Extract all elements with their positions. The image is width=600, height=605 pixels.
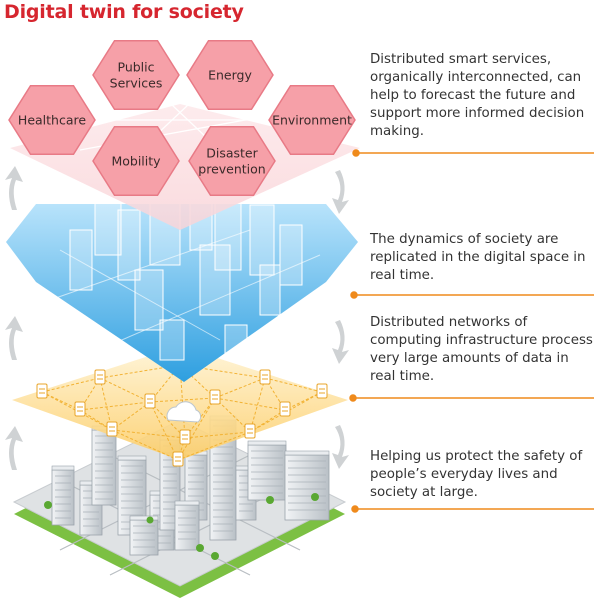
- hexagon-label-energy-0: Energy: [208, 68, 252, 83]
- building-icon: [52, 466, 74, 525]
- server-icon: [145, 394, 155, 408]
- hexagon-label-mobility-0: Mobility: [111, 154, 161, 169]
- server-icon: [280, 402, 290, 416]
- cycle-arrow-icon: [332, 170, 349, 214]
- building-icon: [92, 426, 116, 505]
- server-icon: [260, 370, 270, 384]
- leader-dot-1: [353, 150, 359, 156]
- leader-dot-4: [352, 506, 358, 512]
- description-smart-services: Distributed smart services, organically …: [370, 51, 596, 141]
- server-icon: [245, 424, 255, 438]
- building-icon: [130, 516, 158, 555]
- hexagon-label-disaster-prevention-0: Disaster: [206, 146, 258, 161]
- cycle-arrow-icon: [5, 426, 23, 470]
- server-icon: [95, 370, 105, 384]
- hexagon-label-public-services-1: Services: [110, 76, 163, 91]
- hexagon-label-healthcare-0: Healthcare: [18, 113, 86, 128]
- server-icon: [37, 384, 47, 398]
- server-icon: [317, 384, 327, 398]
- server-icon: [180, 430, 190, 444]
- cycle-arrow-icon: [5, 316, 23, 360]
- server-icon: [107, 422, 117, 436]
- building-icon: [285, 451, 329, 520]
- description-digital-space: The dynamics of society are replicated i…: [370, 231, 596, 285]
- description-computing-network: Distributed networks of computing infras…: [370, 314, 596, 386]
- building-icon: [175, 501, 199, 550]
- description-physical-society: Helping us protect the safety of people’…: [370, 448, 596, 502]
- leader-dot-3: [350, 395, 356, 401]
- hexagon-label-environment-0: Environment: [272, 113, 352, 128]
- leader-dot-2: [351, 292, 357, 298]
- building-icon: [248, 441, 286, 500]
- cycle-arrow-icon: [332, 320, 349, 364]
- server-icon: [173, 452, 183, 466]
- server-icon: [210, 390, 220, 404]
- server-icon: [75, 402, 85, 416]
- hexagon-energy: Energy: [187, 41, 273, 110]
- hexagon-label-public-services-0: Public: [118, 60, 155, 75]
- cycle-arrow-icon: [5, 166, 23, 210]
- cycle-arrow-icon: [332, 425, 349, 469]
- hexagon-label-disaster-prevention-1: prevention: [198, 162, 265, 177]
